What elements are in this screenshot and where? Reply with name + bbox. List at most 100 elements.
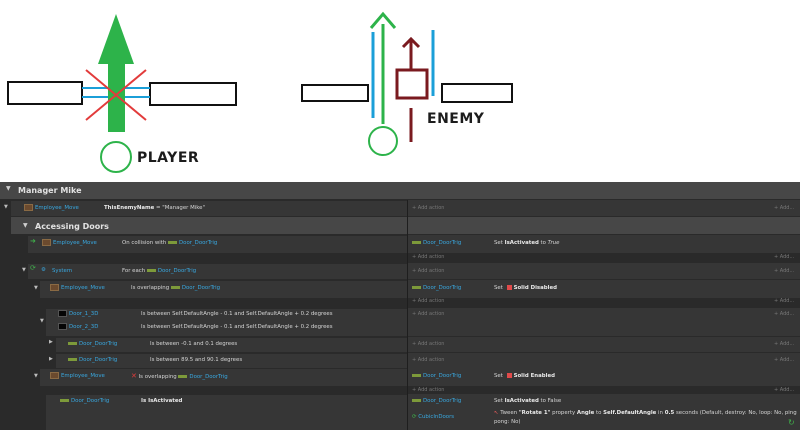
- condition-text[interactable]: Is between Self.DefaultAngle - 0.1 and S…: [141, 324, 333, 330]
- condition-object[interactable]: Door_1_3D: [69, 311, 99, 317]
- trigger-arrow-icon: ➜: [30, 237, 36, 245]
- expand-chevron-icon[interactable]: ▼: [34, 285, 38, 291]
- event-row-2[interactable]: [28, 235, 407, 253]
- condition-object[interactable]: Employee_Move: [61, 373, 105, 379]
- collapse-triangle-icon[interactable]: ▼: [23, 222, 28, 229]
- door-logic-diagram: PLAYER ENEMY: [7, 11, 513, 173]
- action-object[interactable]: Door_DoorTrig: [412, 398, 461, 404]
- action-object[interactable]: Door_DoorTrig: [412, 285, 461, 291]
- condition-text[interactable]: For each Door_DoorTrig: [122, 268, 197, 274]
- condition-object[interactable]: System: [52, 268, 73, 274]
- condition-object[interactable]: Employee_Move: [35, 205, 79, 211]
- employee-sprite-icon: [24, 204, 33, 211]
- event-row-7[interactable]: [56, 353, 407, 368]
- event-row-5[interactable]: [46, 308, 407, 336]
- employee-sprite-icon: [50, 284, 59, 291]
- add-more-link[interactable]: + Add...: [774, 254, 795, 260]
- add-action-link[interactable]: + Add action: [412, 357, 445, 363]
- action-text[interactable]: Set IsActivated to False: [494, 398, 562, 404]
- right-door-panel: [149, 82, 237, 106]
- left-door-panel: [7, 81, 83, 105]
- action-text[interactable]: Set Solid Enabled: [494, 373, 555, 379]
- trigger-box: [395, 68, 429, 100]
- enemy-circle: [368, 126, 398, 156]
- condition-object[interactable]: Door_DoorTrig: [68, 341, 117, 347]
- add-action-link[interactable]: + Add action: [412, 268, 445, 274]
- add-action-link[interactable]: + Add action: [412, 298, 445, 304]
- player-label: PLAYER: [137, 150, 199, 166]
- add-action-link[interactable]: + Add action: [412, 341, 445, 347]
- condition-object[interactable]: Door_2_3D: [69, 324, 99, 330]
- action-cell-1[interactable]: [408, 200, 800, 216]
- condition-text[interactable]: ✕ Is overlapping Door_DoorTrig: [131, 372, 228, 380]
- add-action-link[interactable]: + Add action: [412, 387, 445, 393]
- condition-object[interactable]: Door_DoorTrig: [68, 357, 117, 363]
- enemy-left-door-panel: [301, 84, 369, 102]
- add-more-link[interactable]: + Add...: [774, 205, 795, 211]
- tween-action-text[interactable]: ↖ Tween "Rotate 1" property Angle to Sel…: [494, 410, 797, 416]
- condition-text[interactable]: Is between -0.1 and 0.1 degrees: [150, 341, 238, 347]
- add-action-link[interactable]: + Add action: [412, 205, 445, 211]
- enemy-label: ENEMY: [427, 111, 485, 127]
- condition-text[interactable]: Is between Self.DefaultAngle - 0.1 and S…: [141, 311, 333, 317]
- add-more-link[interactable]: + Add...: [774, 387, 795, 393]
- condition-text[interactable]: On collision with Door_DoorTrig: [122, 240, 218, 246]
- action-cell-7[interactable]: [408, 353, 800, 368]
- collapse-triangle-icon[interactable]: ▼: [6, 185, 11, 192]
- condition-text[interactable]: Is IsActivated: [141, 398, 183, 404]
- action-cell-3[interactable]: [408, 263, 800, 279]
- condition-object[interactable]: Employee_Move: [61, 285, 105, 291]
- family-icon: [170, 286, 180, 289]
- enemy-path-arrowhead: [369, 11, 397, 29]
- event-row-3[interactable]: [28, 263, 407, 279]
- event-row-6[interactable]: [56, 337, 407, 352]
- expand-chevron-icon[interactable]: ▼: [40, 318, 44, 324]
- subgroup-accessing-doors[interactable]: ▼ Accessing Doors: [11, 217, 800, 234]
- condition-object[interactable]: Door_DoorTrig: [60, 398, 109, 404]
- door-sprite-icon: [58, 323, 67, 330]
- condition-text[interactable]: Is between 89.5 and 90.1 degrees: [150, 357, 243, 363]
- condition-text[interactable]: Is overlapping Door_DoorTrig: [131, 285, 221, 291]
- add-action-link[interactable]: + Add action: [412, 254, 445, 260]
- enemy-right-door-panel: [441, 83, 513, 103]
- tween-icon: ↖: [494, 410, 499, 416]
- solid-behavior-icon: [506, 373, 512, 378]
- action-cell-6[interactable]: [408, 337, 800, 352]
- player-circle: [100, 141, 132, 173]
- expand-chevron-icon[interactable]: ▼: [22, 267, 26, 273]
- add-more-link[interactable]: + Add...: [774, 298, 795, 304]
- action-cell-2[interactable]: [408, 235, 800, 253]
- action-object[interactable]: Door_DoorTrig: [412, 240, 461, 246]
- condition-text[interactable]: ThisEnemyName = "Manager Mike": [104, 205, 205, 211]
- door-sprite-icon: [58, 310, 67, 317]
- event-row-8[interactable]: [40, 368, 407, 386]
- action-cell-9[interactable]: [408, 394, 800, 430]
- expand-chevron-icon[interactable]: ▶: [49, 339, 53, 345]
- action-object[interactable]: Door_DoorTrig: [412, 373, 461, 379]
- subgroup-title: Accessing Doors: [35, 222, 109, 231]
- add-more-link[interactable]: + Add...: [774, 268, 795, 274]
- event-row-1[interactable]: [11, 200, 407, 216]
- expand-chevron-icon[interactable]: ▶: [49, 356, 53, 362]
- player-arrow-head: [98, 14, 134, 64]
- add-action-link[interactable]: + Add action: [412, 311, 445, 317]
- expand-chevron-icon[interactable]: ▼: [4, 204, 8, 210]
- event-row-9[interactable]: [46, 394, 407, 430]
- condition-object[interactable]: Employee_Move: [53, 240, 97, 246]
- expand-chevron-icon[interactable]: ▼: [34, 373, 38, 379]
- action-cell-4[interactable]: [408, 280, 800, 298]
- action-text[interactable]: Set IsActivated to True: [494, 240, 560, 246]
- action-text[interactable]: Set Solid Disabled: [494, 285, 557, 291]
- add-more-link[interactable]: + Add...: [774, 357, 795, 363]
- add-more-link[interactable]: + Add...: [774, 341, 795, 347]
- action-cell-8[interactable]: [408, 368, 800, 386]
- event-row-4[interactable]: [40, 280, 407, 298]
- family-icon: [412, 374, 421, 377]
- family-icon: [68, 358, 77, 361]
- add-more-link[interactable]: + Add...: [774, 311, 795, 317]
- action-object[interactable]: ⟳ CubicInDoors: [412, 414, 455, 420]
- action-cell-5[interactable]: [408, 308, 800, 336]
- loop-icon: ⟳: [30, 264, 36, 272]
- refresh-icon[interactable]: ↻: [788, 418, 795, 427]
- group-manager-mike[interactable]: ▼ Manager Mike: [0, 182, 800, 199]
